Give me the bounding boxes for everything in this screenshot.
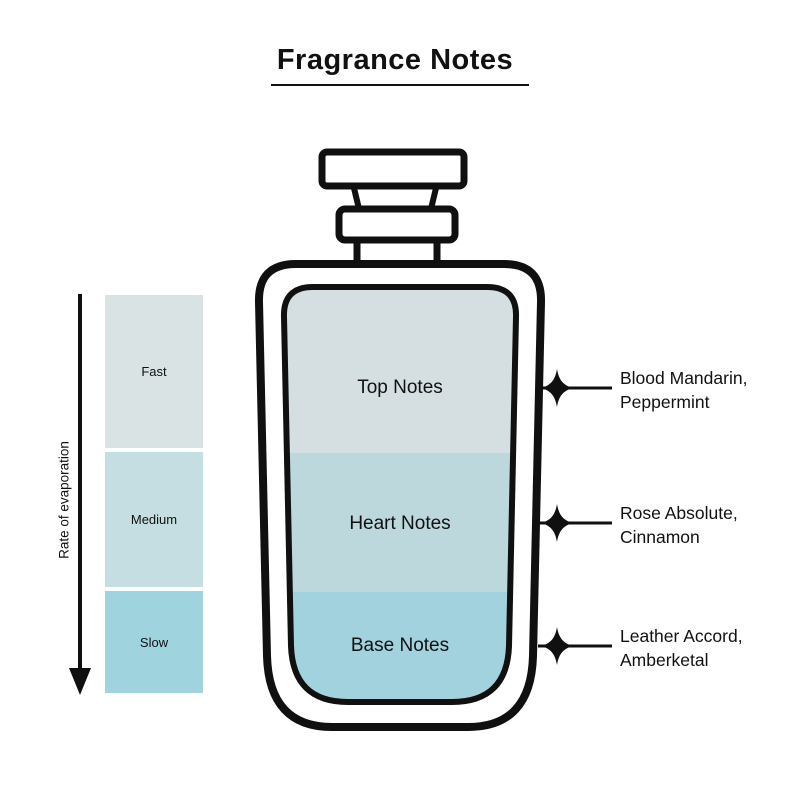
- heart-notes-band: [283, 453, 517, 592]
- sparkle-icon: [541, 369, 573, 407]
- annotation-markers: [538, 369, 612, 665]
- sparkle-icon: [541, 504, 573, 542]
- evaporation-level-medium: Medium: [105, 452, 203, 587]
- heart-notes-label: Heart Notes: [349, 513, 451, 534]
- bottle-cap: [318, 148, 468, 273]
- cap-top: [318, 148, 468, 190]
- ingredient-line: Amberketal: [620, 650, 709, 670]
- sparkle-icon: [541, 627, 573, 665]
- bottle-inner-outline: [280, 284, 520, 705]
- top-notes-label: Top Notes: [357, 377, 443, 398]
- evaporation-level-fast: Fast: [105, 295, 203, 448]
- base-notes-ingredients: Leather Accord, Amberketal: [620, 624, 800, 672]
- top-notes-ingredients: Blood Mandarin, Peppermint: [620, 366, 800, 414]
- base-notes-band: [283, 592, 517, 702]
- page-title: Fragrance Notes: [270, 44, 530, 86]
- title-area: Fragrance Notes: [0, 44, 800, 86]
- evaporation-level-slow: Slow: [105, 591, 203, 693]
- cap-middle: [335, 205, 459, 244]
- level-label: Medium: [130, 512, 178, 527]
- ingredient-line: Rose Absolute,: [620, 503, 738, 523]
- level-label: Fast: [141, 364, 167, 379]
- base-notes-label: Base Notes: [350, 635, 450, 656]
- bottle-liquid-bands: [283, 287, 517, 702]
- down-arrow-icon: [69, 294, 91, 695]
- ingredient-line: Cinnamon: [620, 527, 700, 547]
- ingredient-line: Peppermint: [620, 392, 710, 412]
- top-notes-band: [283, 287, 517, 453]
- evaporation-axis-label: Rate of evaporation: [56, 441, 72, 559]
- level-label: Slow: [139, 634, 169, 650]
- heart-notes-ingredients: Rose Absolute, Cinnamon: [620, 501, 800, 549]
- ingredient-line: Blood Mandarin,: [620, 368, 748, 388]
- ingredient-line: Leather Accord,: [620, 626, 743, 646]
